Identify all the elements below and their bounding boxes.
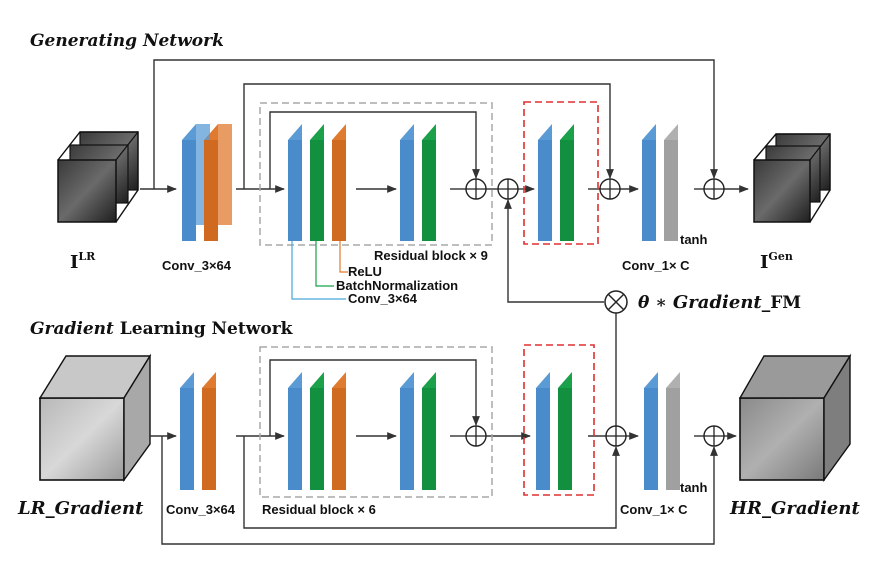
gradient-title-rest: Learning Network <box>114 319 294 339</box>
sum-node-1-bottom <box>465 425 487 447</box>
multiply-node <box>604 290 628 314</box>
skip-long-top <box>243 83 614 189</box>
conv-in-label-top: Conv_3×64 <box>162 258 232 273</box>
output-gen-image-stack <box>753 133 831 223</box>
sum-node-1-top <box>465 178 487 200</box>
conv-out-layer-top <box>642 124 678 241</box>
sum-node-2-bottom <box>605 425 627 447</box>
hr-gradient-cube <box>738 353 852 483</box>
legend-conv: Conv_3×64 <box>348 291 418 306</box>
skip-resblock-top <box>269 111 480 189</box>
legend-line-bn <box>315 241 334 287</box>
residual-block-label-top: Residual block × 9 <box>374 248 488 263</box>
residual-block-layers-top <box>288 124 436 241</box>
residual-block-frame-bottom <box>259 346 493 498</box>
residual-block-label-bottom: Residual block × 6 <box>262 502 376 517</box>
legend-line-conv <box>291 241 346 300</box>
arrow-multiply-to-sum2 <box>504 199 604 303</box>
generating-network-title: Generating Network <box>30 31 224 51</box>
sum-node-2-top <box>497 178 519 200</box>
conv-out-label-bottom: Conv_1× C <box>620 502 688 517</box>
input-lr-image-stack <box>57 131 139 223</box>
red-dashed-block-top <box>523 101 599 245</box>
residual-block-frame-top <box>259 102 493 246</box>
conv-in-label-bottom: Conv_3×64 <box>166 502 236 517</box>
hr-gradient-label: HR_Gradient <box>729 498 860 519</box>
skip-resblock-bottom <box>269 359 480 436</box>
gradient-title-italic: Gradient <box>30 319 114 339</box>
conv-out-label-top: Conv_1× C <box>622 258 690 273</box>
sum-node-3-top <box>599 178 621 200</box>
tanh-label-top: tanh <box>680 232 708 247</box>
residual-block-layers-bottom <box>288 372 436 490</box>
tanh-label-bottom: tanh <box>680 480 708 495</box>
conv-in-layer-bottom <box>180 372 216 490</box>
skip-long-bottom <box>243 436 620 529</box>
fusion-label: θ ∗ Gradient_FM <box>638 292 801 313</box>
conv-in-layer-top <box>182 124 232 241</box>
lr-gradient-label: LR_Gradient <box>17 498 144 519</box>
sum-node-3-bottom <box>703 425 725 447</box>
input-lr-label: ILR <box>70 250 96 273</box>
skip-global-top <box>153 59 718 189</box>
legend-line-relu <box>339 241 348 273</box>
output-gen-label: IGen <box>760 250 793 273</box>
red-block-layers-bottom <box>536 372 572 490</box>
legend-batchnorm: BatchNormalization <box>336 278 458 293</box>
skip-global-bottom <box>161 436 718 545</box>
legend-relu: ReLU <box>348 264 382 279</box>
red-dashed-block-bottom <box>523 344 595 496</box>
sum-node-4-top <box>703 178 725 200</box>
red-block-layers-top <box>538 124 574 241</box>
lr-gradient-cube <box>38 353 152 483</box>
gradient-learning-network-title: Gradient Learning Network <box>30 319 294 339</box>
conv-out-layer-bottom <box>644 372 680 490</box>
